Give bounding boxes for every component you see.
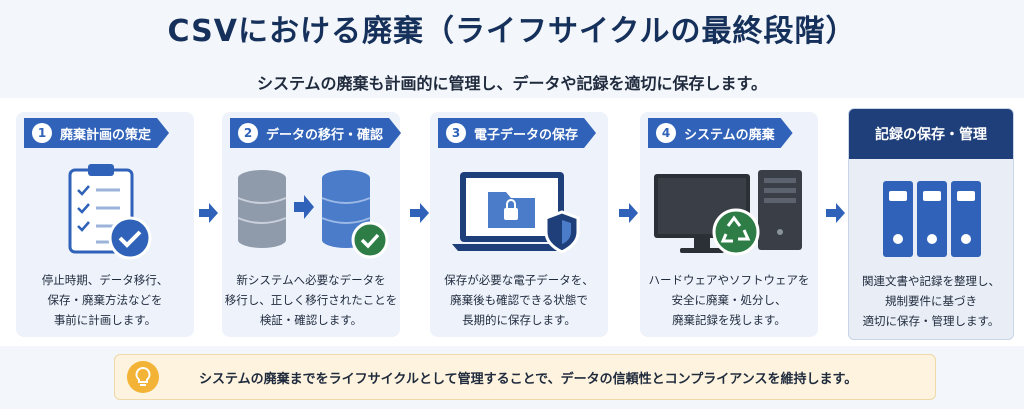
step-number-4: 4 bbox=[656, 123, 676, 143]
step-desc-2: 新システムへ必要なデータを 移行し、正しく移行されたことを 検証・確認します。 bbox=[224, 273, 398, 327]
laptop-secure-folder-icon bbox=[452, 172, 580, 254]
step-card-3: 3 電子データの保存 保存が必要な電子データを、 廃棄後も確認できる状態で 長期… bbox=[430, 112, 608, 337]
page-title: CSVにおける廃棄（ライフサイクルの最終段階） bbox=[167, 14, 857, 49]
step-ribbon-4: 4 システムの廃棄 bbox=[648, 118, 793, 148]
step-desc-4: ハードウェアやソフトウェアを 安全に廃棄・処分し、 廃棄記録を残します。 bbox=[648, 273, 810, 327]
step-ribbon-2: 2 データの移行・確認 bbox=[230, 118, 401, 148]
final-desc: 関連文書や記録を整理し、 規制要件に基づき 適切に保存・管理します。 bbox=[862, 274, 1000, 328]
clipboard-checklist-icon bbox=[68, 164, 152, 260]
step-number-2: 2 bbox=[238, 123, 258, 143]
step-label-4: システムの廃棄 bbox=[684, 127, 775, 143]
step-card-1: 1 廃棄計画の策定 停止時期、データ移行、 保存・廃棄方法などを 事前に計画しま… bbox=[16, 112, 194, 337]
arrow-right-icon bbox=[199, 203, 218, 223]
step-card-4: 4 システムの廃棄 ハードウェアやソフトウェアを 安全に廃棄・処分し、 廃棄記録… bbox=[640, 112, 818, 337]
step-label-1: 廃棄計画の策定 bbox=[60, 127, 152, 143]
step-label-3: 電子データの保存 bbox=[474, 127, 579, 143]
page-subtitle: システムの廃棄も計画的に管理し、データや記録を適切に保存します。 bbox=[257, 74, 767, 93]
binders-icon bbox=[883, 181, 981, 257]
step-ribbon-3: 3 電子データの保存 bbox=[438, 118, 596, 148]
arrow-right-icon bbox=[826, 203, 845, 223]
step-number-1: 1 bbox=[32, 123, 52, 143]
summary-note: システムの廃棄までをライフサイクルとして管理することで、データの信頼性とコンプラ… bbox=[114, 354, 936, 400]
arrow-right-icon bbox=[410, 203, 429, 223]
step-desc-3: 保存が必要な電子データを、 廃棄後も確認できる状態で 長期的に保存します。 bbox=[444, 273, 594, 327]
step-ribbon-1: 1 廃棄計画の策定 bbox=[24, 118, 169, 148]
final-card: 記録の保存・管理 関連文書や記録を整理し、 規制要件に基づき 適切に保存・管理し… bbox=[848, 108, 1014, 340]
final-label: 記録の保存・管理 bbox=[849, 109, 1013, 159]
step-number-3: 3 bbox=[446, 123, 466, 143]
computer-recycle-icon bbox=[654, 170, 802, 256]
arrow-right-icon bbox=[619, 203, 638, 223]
step-label-2: データの移行・確認 bbox=[266, 127, 384, 143]
step-card-2: 2 データの移行・確認 新システムへ必要なデータを 移行し、正しく移行されたこと… bbox=[222, 112, 400, 337]
lightbulb-icon bbox=[127, 361, 159, 393]
summary-note-text: システムの廃棄までをライフサイクルとして管理することで、データの信頼性とコンプラ… bbox=[199, 371, 858, 387]
database-migration-icon bbox=[237, 170, 389, 259]
step-desc-1: 停止時期、データ移行、 保存・廃棄方法などを 事前に計画します。 bbox=[41, 273, 169, 327]
